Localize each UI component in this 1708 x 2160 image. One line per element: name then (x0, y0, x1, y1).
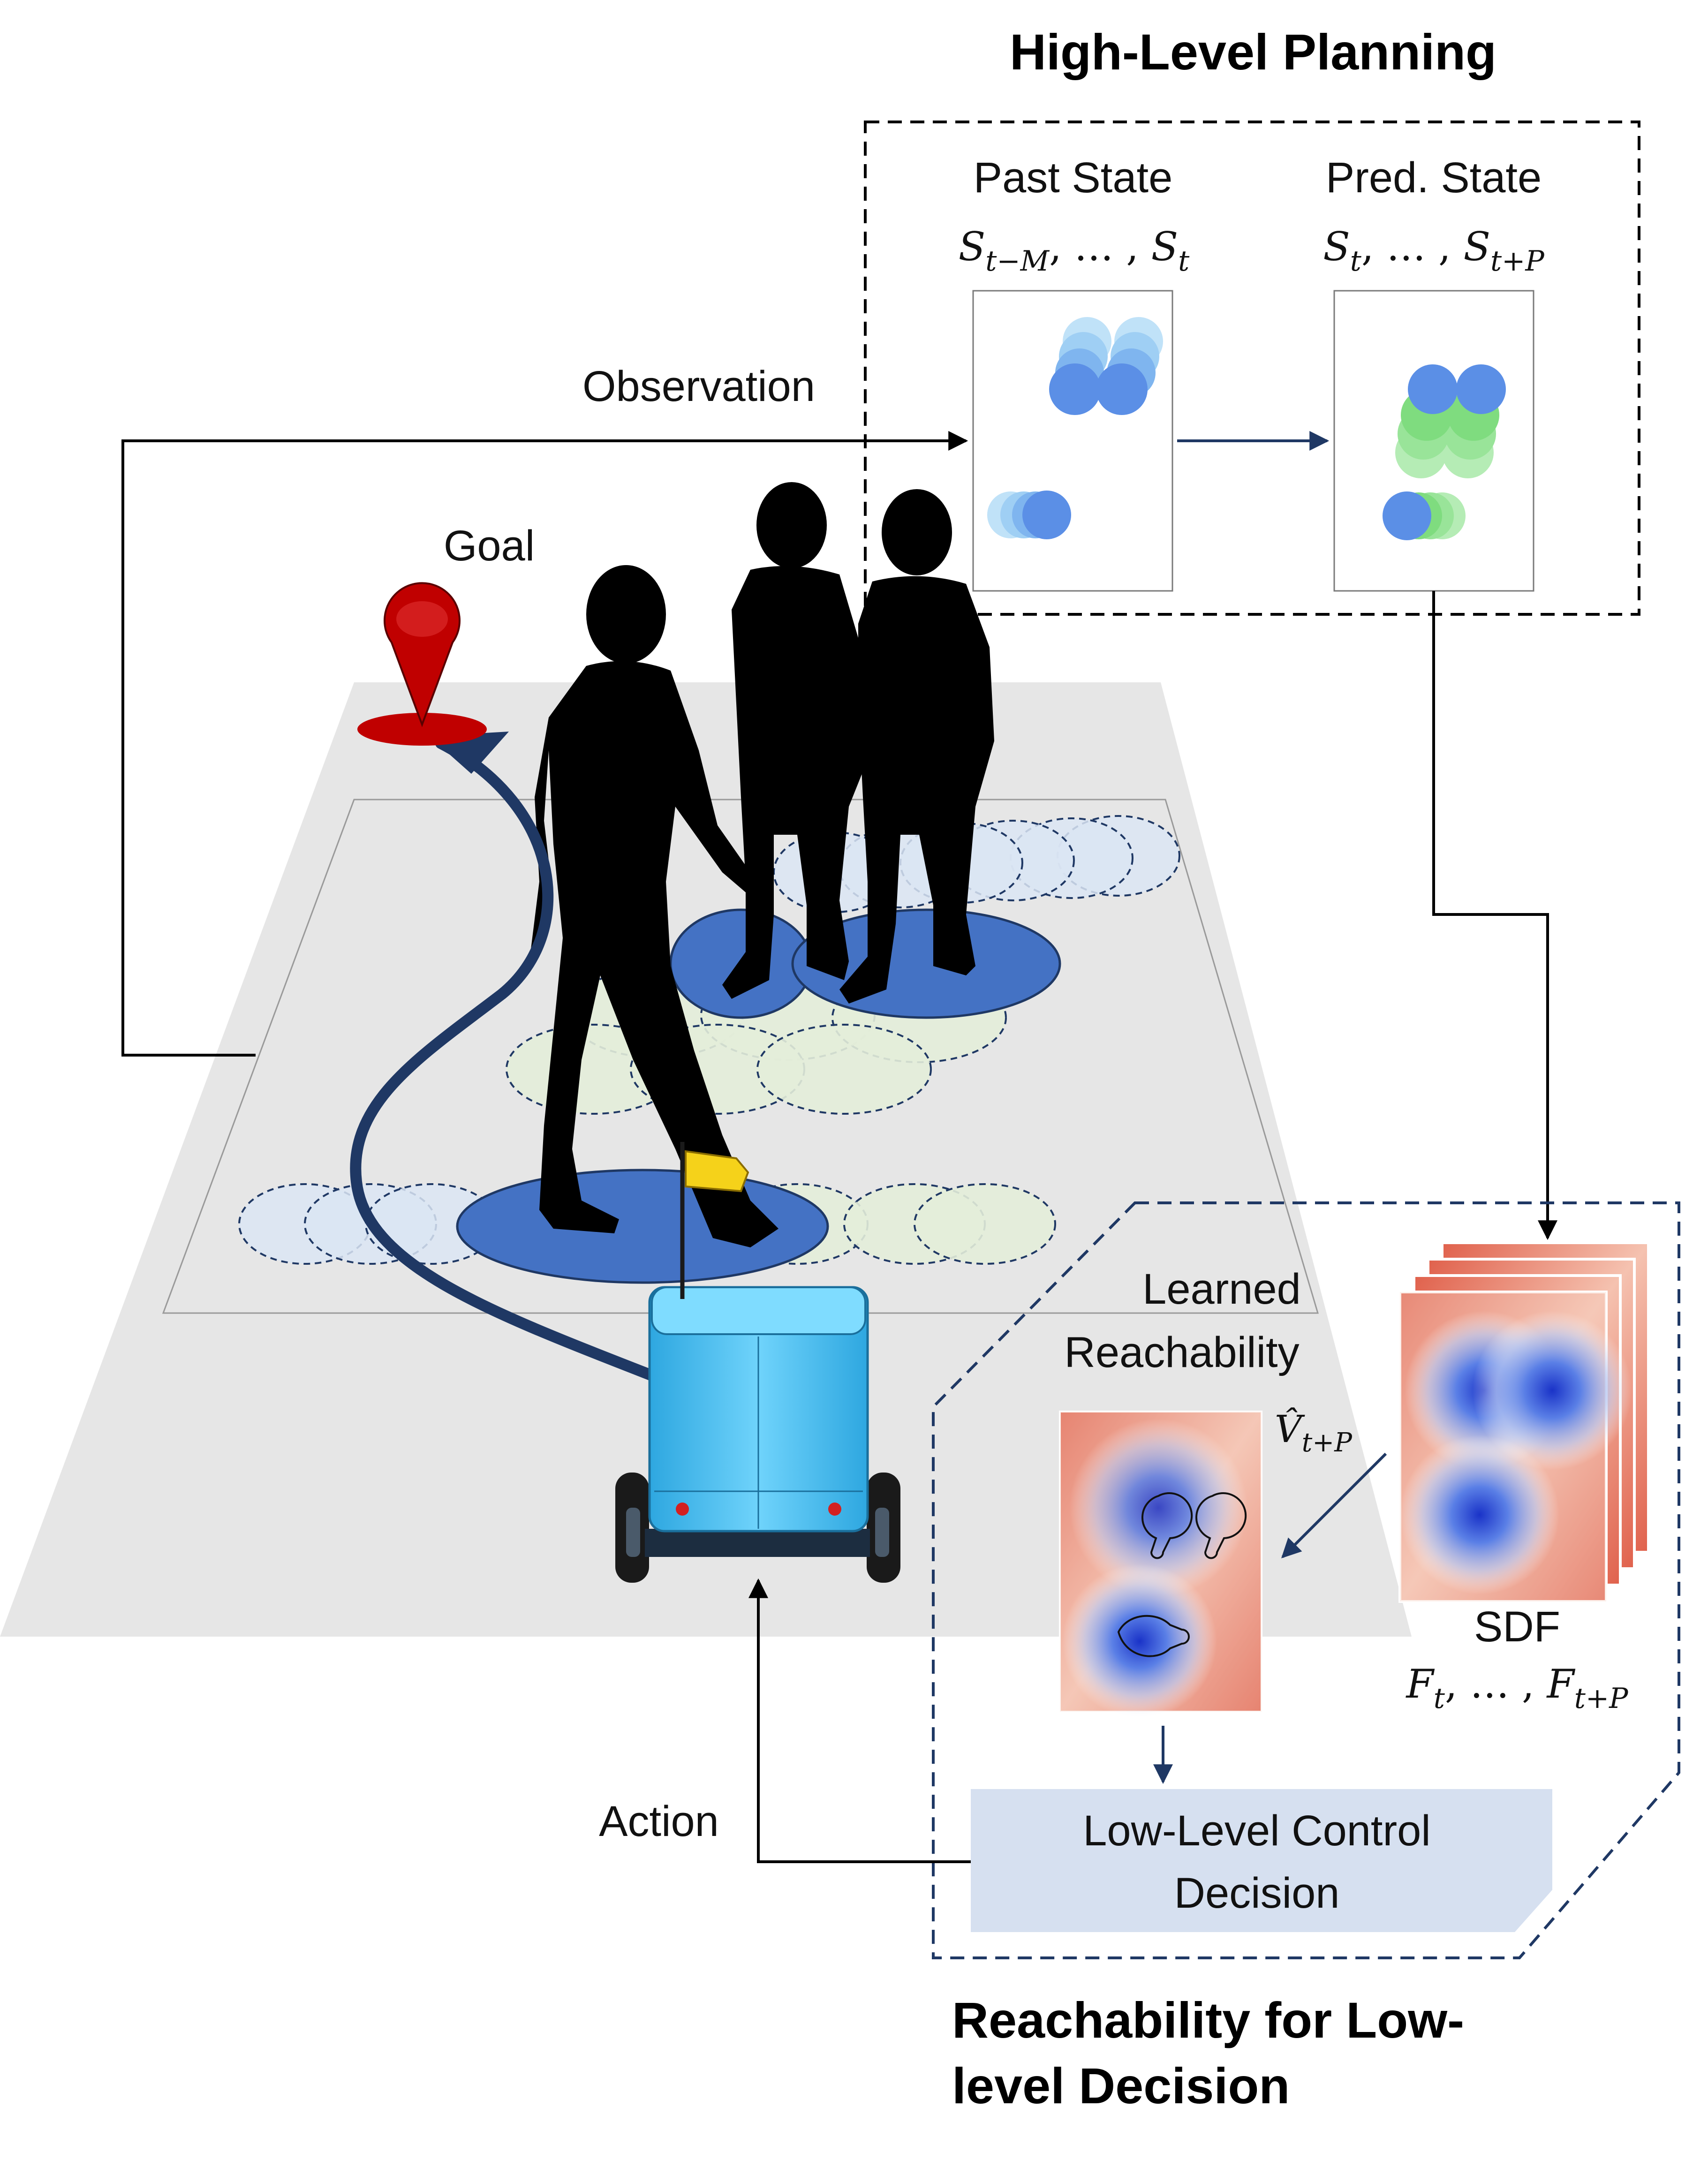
value-function-math: V̂t+P (1275, 1406, 1353, 1458)
high-level-title: High-Level Planning (1010, 23, 1496, 80)
sdf-to-reachability-arrow (1281, 1452, 1387, 1558)
pedestrian-c (530, 565, 778, 1247)
past-state-math: St−M, … , St (959, 224, 1190, 278)
goal-base (357, 713, 487, 746)
control-decision-box (971, 1789, 1552, 1932)
reachability-panel (1059, 1411, 1262, 1719)
pred-state-math: St, … , St+P (1323, 224, 1545, 278)
robot-path-arrow (350, 738, 660, 1382)
pred-state-circles (1383, 364, 1506, 540)
robot-light-left (676, 1503, 689, 1516)
high-level-planning-frame (864, 121, 1640, 616)
past-state-label: Past State (974, 154, 1172, 202)
sdf-math: Ft, … , Ft+P (1406, 1661, 1629, 1715)
robot-lid (651, 1286, 866, 1335)
goal-label: Goal (444, 522, 535, 570)
low-level-decision-frame (932, 1201, 1680, 1959)
control-decision-line-2: Decision (1174, 1869, 1340, 1917)
low-level-title-1: Reachability for Low- (952, 1992, 1464, 2048)
action-arrow (748, 1578, 971, 1863)
learned-reachability-label-2: Reachability (1064, 1329, 1299, 1376)
robot-base (645, 1529, 870, 1557)
pred-to-sdf-arrow (1432, 591, 1557, 1240)
robot-light-right (828, 1503, 841, 1516)
sdf-stack (1398, 1241, 1650, 1603)
action-label: Action (599, 1797, 719, 1845)
past-state-circles (987, 317, 1163, 539)
robot (615, 1142, 900, 1583)
goal-marker (357, 582, 487, 746)
control-decision-line-1: Low-Level Control (1083, 1807, 1430, 1855)
pedestrian-silhouettes (530, 482, 994, 1247)
pedestrian-b (839, 489, 994, 1004)
learned-reachability-label-1: Learned (1142, 1265, 1301, 1313)
observation-label: Observation (582, 363, 815, 410)
flag-icon (685, 1150, 749, 1193)
pred-state-label: Pred. State (1326, 154, 1542, 202)
sdf-label: SDF (1474, 1603, 1560, 1651)
observation-loop-arrow (121, 431, 968, 1057)
low-level-title-2: level Decision (952, 2057, 1290, 2114)
